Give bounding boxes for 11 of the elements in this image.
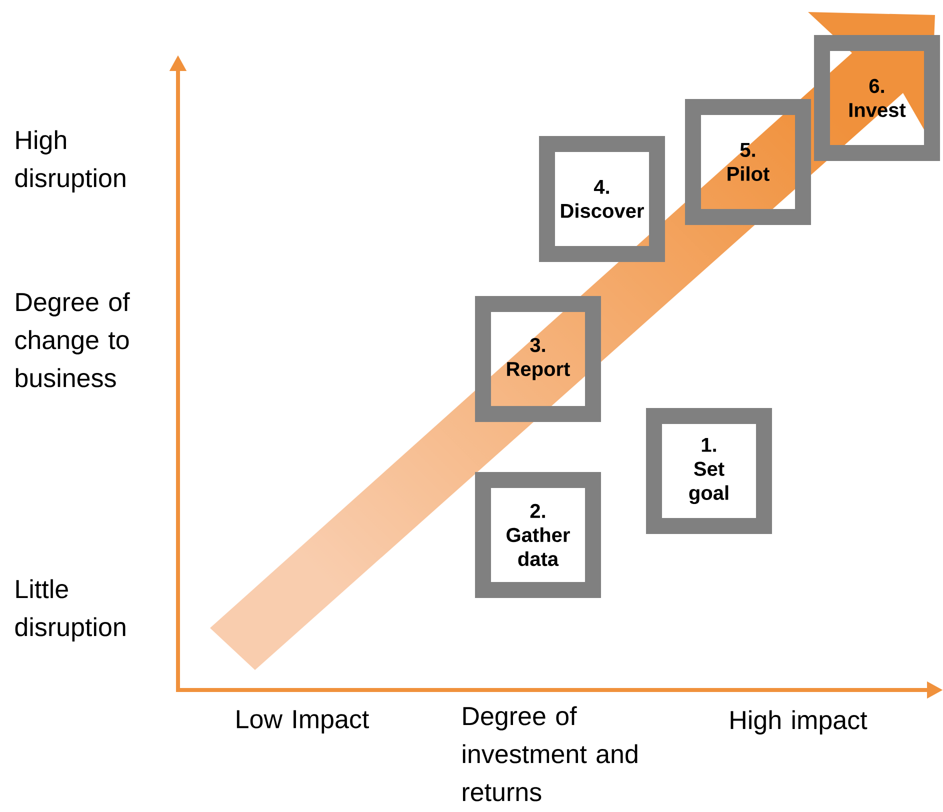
stage-box: 1. Set goal	[646, 408, 772, 534]
stage-box: 4. Discover	[539, 136, 665, 262]
axis-label: Degree of change to business	[15, 292, 130, 388]
stage-box: 5. Pilot	[685, 99, 811, 225]
axis-label: Degree of investment and returns	[462, 706, 638, 802]
stage-box: 3. Report	[475, 296, 601, 422]
axis-label: High impact	[730, 710, 868, 734]
stage-box: 2. Gather data	[475, 472, 601, 598]
axis-label: Little disruption	[15, 579, 126, 642]
axis-label: Low Impact	[236, 710, 369, 734]
axis-label: High disruption	[15, 130, 126, 192]
